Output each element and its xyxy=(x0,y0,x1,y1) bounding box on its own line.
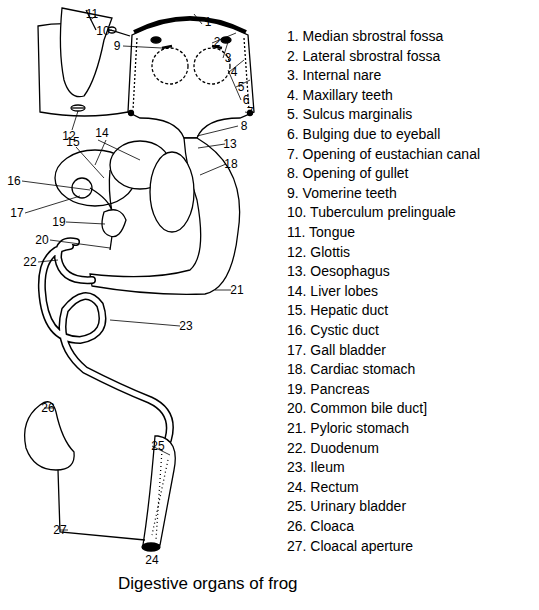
callout-number: 1 xyxy=(205,16,212,28)
hindgut-group xyxy=(25,402,176,551)
cloaca-wall xyxy=(58,470,145,540)
key-entry: 1. Median sbrostral fossa xyxy=(287,28,443,44)
key-entry: 19. Pancreas xyxy=(287,381,370,397)
key-entry: 14. Liver lobes xyxy=(287,283,378,299)
eustachian-opening xyxy=(129,111,134,116)
urinary-bladder xyxy=(25,402,75,470)
callout-number: 13 xyxy=(223,138,236,150)
pancreas xyxy=(102,210,126,237)
key-entry: 9. Vomerine teeth xyxy=(287,185,397,201)
key-entry: 2. Lateral sbrostral fossa xyxy=(287,48,440,64)
callout-number: 24 xyxy=(145,554,158,566)
callout-number: 7 xyxy=(247,106,254,118)
glottis xyxy=(71,105,85,111)
callout-number: 22 xyxy=(23,256,36,268)
key-entry: 18. Cardiac stomach xyxy=(287,361,415,377)
key-entry: 25. Urinary bladder xyxy=(287,498,406,514)
cloacal-aperture xyxy=(142,543,160,551)
key-entry: 8. Opening of gullet xyxy=(287,165,408,181)
illustration-group xyxy=(38,8,254,294)
key-entry: 3. Internal nare xyxy=(287,67,381,83)
callout-number: 25 xyxy=(151,440,164,452)
bile-ducts xyxy=(90,170,112,212)
callout-number: 2 xyxy=(214,36,221,48)
intestine-outline xyxy=(42,241,170,440)
key-entry: 10. Tuberculum prelinguale xyxy=(287,204,456,220)
key-entry: 4. Maxillary teeth xyxy=(287,87,393,103)
key-entry: 17. Gall bladder xyxy=(287,342,386,358)
key-entry: 12. Glottis xyxy=(287,244,350,260)
callout-number: 20 xyxy=(35,234,48,246)
callout-number: 6 xyxy=(243,94,250,106)
callout-number: 4 xyxy=(231,66,238,78)
callout-number: 15 xyxy=(66,136,79,148)
callout-number: 16 xyxy=(7,175,20,187)
rectum-stipple xyxy=(152,450,168,540)
key-entry: 21. Pyloric stomach xyxy=(287,420,409,436)
internal-nare xyxy=(151,37,161,43)
callout-number: 11 xyxy=(86,8,98,20)
callout-number: 23 xyxy=(179,320,192,332)
callout-number: 17 xyxy=(10,207,23,219)
key-entry: 24. Rectum xyxy=(287,479,359,495)
intestine-lumen xyxy=(42,241,170,440)
rectum xyxy=(143,436,175,545)
liver-lobe xyxy=(150,152,194,232)
key-entry: 26. Cloaca xyxy=(287,518,354,534)
key-entry: 16. Cystic duct xyxy=(287,322,379,338)
key-entry: 27. Cloacal aperture xyxy=(287,538,413,554)
vomerine-teeth xyxy=(162,46,222,48)
callout-number: 18 xyxy=(224,158,237,170)
caption: Digestive organs of frog xyxy=(118,574,298,594)
callout-number: 10 xyxy=(96,25,109,37)
key-entry: 6. Bulging due to eyeball xyxy=(287,126,440,142)
key-entry: 15. Hepatic duct xyxy=(287,302,388,318)
key-entry: 22. Duodenum xyxy=(287,440,379,456)
callout-number: 8 xyxy=(241,120,248,132)
key-entry: 23. Ileum xyxy=(287,459,345,475)
key-entry: 11. Tongue xyxy=(287,224,355,240)
maxillary-teeth xyxy=(133,38,249,110)
tongue xyxy=(60,8,112,97)
upper-jaw xyxy=(128,20,254,138)
callout-number: 9 xyxy=(114,40,121,52)
internal-nare xyxy=(221,37,231,43)
key-entry: 7. Opening of eustachian canal xyxy=(287,146,480,162)
callout-number: 14 xyxy=(95,127,108,139)
stomach xyxy=(90,138,240,294)
glottis-slit xyxy=(72,107,84,108)
eyeball-bulge xyxy=(152,48,188,84)
key-entry: 13. Oesophagus xyxy=(287,263,390,279)
jaw-margin xyxy=(134,18,246,32)
callout-number: 21 xyxy=(230,284,243,296)
callout-number: 27 xyxy=(53,524,66,536)
key-entry: 5. Sulcus marginalis xyxy=(287,106,412,122)
callout-number: 3 xyxy=(225,52,232,64)
callout-number: 19 xyxy=(52,216,65,228)
common-bile-duct xyxy=(110,236,112,250)
key-entry: 20. Common bile duct] xyxy=(287,400,427,416)
leader-lines xyxy=(22,14,250,548)
callout-number: 5 xyxy=(238,81,245,93)
callout-number: 26 xyxy=(41,402,54,414)
